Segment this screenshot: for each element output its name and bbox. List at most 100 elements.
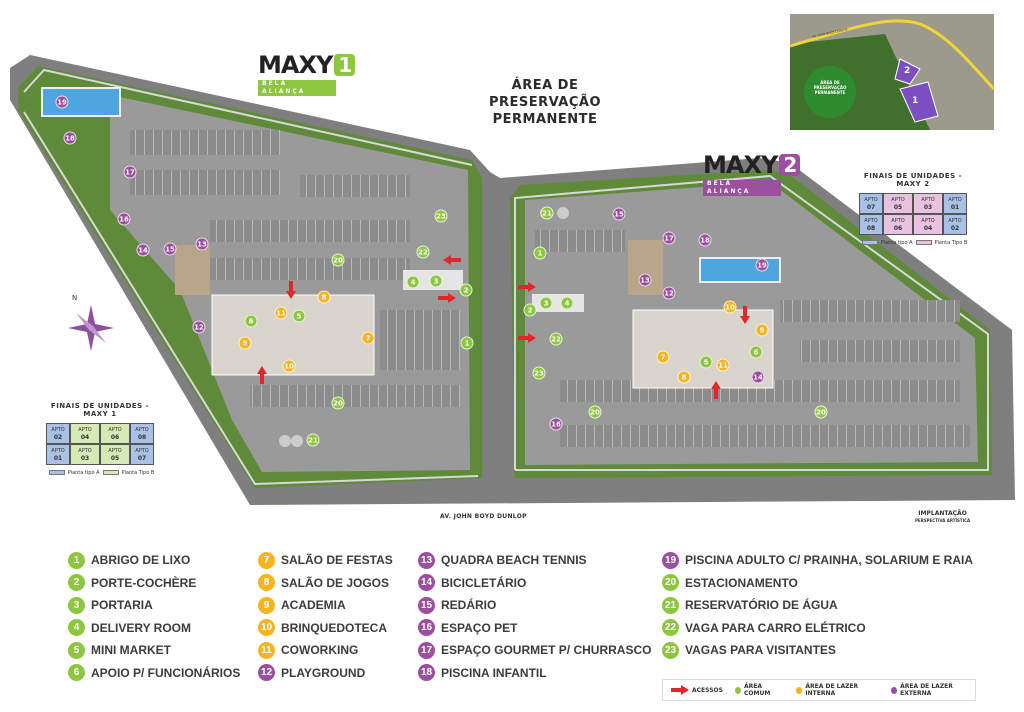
access-arrow-icon — [287, 281, 295, 299]
map-marker: 16 — [549, 417, 563, 431]
map-marker: 12 — [192, 320, 206, 334]
map-marker: 4 — [406, 275, 420, 289]
map-marker: 15 — [163, 242, 177, 256]
map-marker: 18 — [698, 233, 712, 247]
logo-maxy1-subtitle: BELA ALIANÇA — [258, 80, 336, 96]
map-marker: 9 — [238, 336, 252, 350]
map-marker: 1 — [460, 336, 474, 350]
map-marker: 20 — [331, 253, 345, 267]
compass-rose-icon — [68, 305, 114, 351]
map-marker: 8 — [677, 370, 691, 384]
map-marker: 8 — [317, 290, 331, 304]
inset-label-1: ÁREA DE — [820, 80, 840, 85]
map-marker: 23 — [532, 366, 546, 380]
access-arrow-icon — [741, 306, 749, 324]
implantacao-label: IMPLANTAÇÃO PERSPECTIVA ARTÍSTICA — [915, 510, 970, 524]
aerial-drawing — [790, 14, 994, 130]
logo-maxy2-subtitle: BELA ALIANÇA — [703, 180, 781, 196]
inset-label-2: PRESERVAÇÃO — [813, 85, 847, 90]
map-marker: 19 — [755, 258, 769, 272]
implantacao-title: IMPLANTAÇÃO — [918, 510, 967, 517]
map-marker: 3 — [539, 296, 553, 310]
beach-tennis-maxy1 — [175, 245, 210, 295]
map-marker: 19 — [55, 95, 69, 109]
map-marker: 10 — [723, 300, 737, 314]
logo-maxy1-number: 1 — [334, 54, 356, 76]
units-maxy2-title: FINAIS DE UNIDADES - MAXY 2 — [863, 172, 963, 188]
access-arrow-icon — [443, 256, 461, 264]
map-marker: 11 — [716, 358, 730, 372]
map-marker: 13 — [195, 237, 209, 251]
map-marker: 2 — [459, 283, 473, 297]
map-marker: 3 — [429, 274, 443, 288]
pool-maxy1 — [41, 87, 121, 117]
map-marker: 18 — [63, 131, 77, 145]
map-marker: 23 — [434, 209, 448, 223]
map-marker: 13 — [638, 273, 652, 287]
key-externa: ÁREA DE LAZER EXTERNA — [891, 683, 975, 697]
map-marker: 5 — [699, 355, 713, 369]
preservation-line-1: ÁREA DE — [511, 78, 579, 93]
map-marker: 20 — [814, 405, 828, 419]
units-maxy1-title: FINAIS DE UNIDADES - MAXY 1 — [50, 402, 150, 418]
inset-lot-2: 2 — [904, 66, 911, 76]
logo-maxy2-number: 2 — [779, 154, 801, 176]
map-marker: 17 — [662, 231, 676, 245]
map-marker: 20 — [588, 405, 602, 419]
map-marker: 14 — [751, 370, 765, 384]
map-marker: 7 — [361, 331, 375, 345]
compass-north-label: N — [72, 294, 78, 302]
map-marker: 6 — [749, 345, 763, 359]
inset-label-3: PERMANENTE — [814, 90, 846, 95]
inset-lot-1: 1 — [912, 96, 919, 106]
key-interna: ÁREA DE LAZER INTERNA — [796, 683, 879, 697]
access-arrow-icon — [518, 282, 536, 292]
map-marker: 2 — [523, 303, 537, 317]
map-marker: 12 — [662, 286, 676, 300]
map-marker: 11 — [274, 306, 288, 320]
implantacao-subtitle: PERSPECTIVA ARTÍSTICA — [915, 518, 971, 523]
map-marker: 17 — [123, 165, 137, 179]
key-comum: ÁREA COMUM — [734, 683, 784, 697]
preservation-line-2: PRESERVAÇÃO — [488, 95, 602, 110]
inset-preservation-label: ÁREA DE PRESERVAÇÃO PERMANENTE — [804, 80, 856, 95]
map-marker: 6 — [244, 314, 258, 328]
map-marker: 1 — [533, 246, 547, 260]
